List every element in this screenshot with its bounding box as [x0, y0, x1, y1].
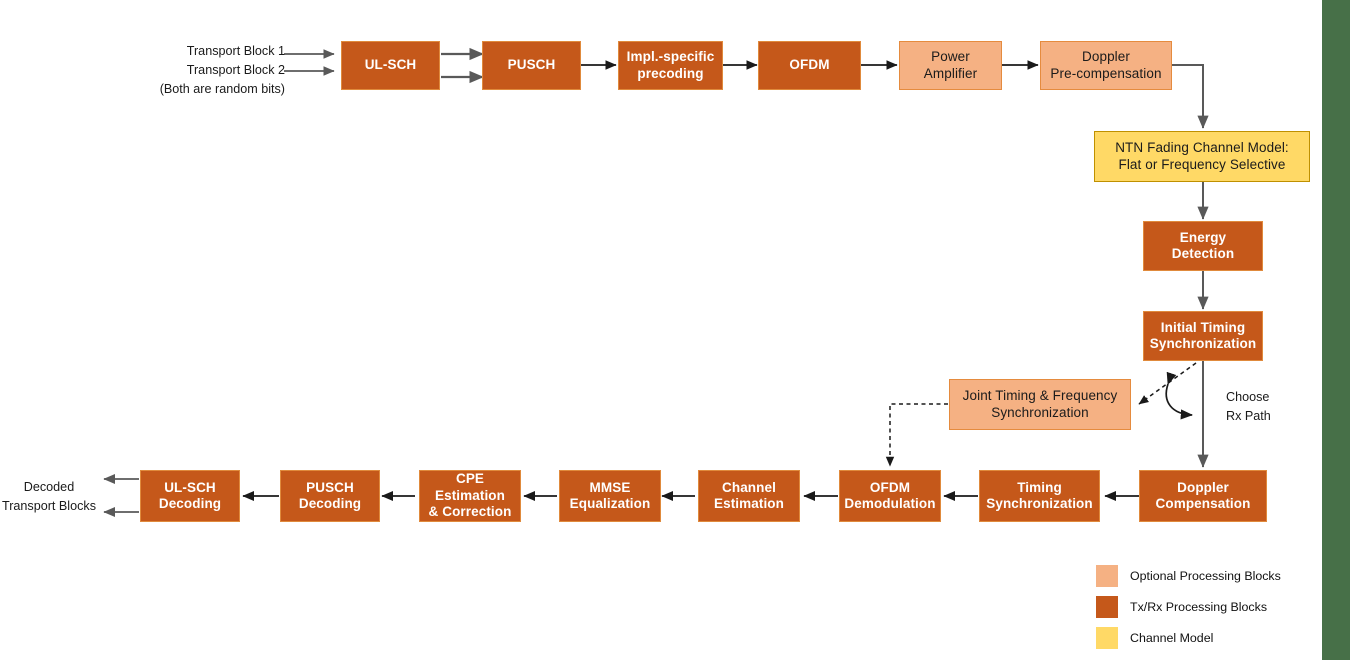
block-ul-sch[interactable]: UL-SCH	[341, 41, 440, 90]
right-edge-band	[1322, 0, 1350, 660]
block-joint-timing-frequency-synchronization[interactable]: Joint Timing & Frequency Synchronization	[949, 379, 1131, 430]
block-pusch-decoding[interactable]: PUSCH Decoding	[280, 470, 380, 522]
block-energy-detection[interactable]: Energy Detection	[1143, 221, 1263, 271]
legend-item-optional: Optional Processing Blocks	[1096, 560, 1326, 591]
block-initial-timing-synchronization[interactable]: Initial Timing Synchronization	[1143, 311, 1263, 361]
choose-rx-path-label: Choose Rx Path	[1226, 390, 1271, 423]
block-doppler-pre-compensation[interactable]: Doppler Pre-compensation	[1040, 41, 1172, 90]
block-pusch[interactable]: PUSCH	[482, 41, 581, 90]
transport-block-input-label: Transport Block 1 Transport Block 2 (Bot…	[159, 44, 285, 96]
block-ofdm[interactable]: OFDM	[758, 41, 861, 90]
block-ofdm-demodulation[interactable]: OFDM Demodulation	[839, 470, 941, 522]
legend-item-tx-rx: Tx/Rx Processing Blocks	[1096, 591, 1326, 622]
arrow-dashed-initial-timing-to-joint-sync	[1138, 362, 1197, 405]
decoded-transport-blocks-label: Decoded Transport Blocks	[1, 480, 97, 513]
block-cpe-estimation-correction[interactable]: CPE Estimation & Correction	[419, 470, 521, 522]
legend-item-channel: Channel Model	[1096, 622, 1326, 653]
legend-swatch-optional-icon	[1096, 564, 1118, 587]
block-doppler-compensation[interactable]: Doppler Compensation	[1139, 470, 1267, 522]
block-mmse-equalization[interactable]: MMSE Equalization	[559, 470, 661, 522]
block-power-amplifier[interactable]: Power Amplifier	[899, 41, 1002, 90]
legend-swatch-tx-rx-icon	[1096, 595, 1118, 618]
arrow-dashed-joint-sync-to-ofdm-demodulation	[885, 403, 948, 467]
legend: Optional Processing Blocks Tx/Rx Process…	[1096, 560, 1326, 653]
legend-swatch-channel-icon	[1096, 626, 1118, 649]
block-impl-specific-precoding[interactable]: Impl.-specific precoding	[618, 41, 723, 90]
legend-label-optional: Optional Processing Blocks	[1130, 568, 1281, 583]
legend-label-channel: Channel Model	[1130, 630, 1214, 645]
block-ul-sch-decoding[interactable]: UL-SCH Decoding	[140, 470, 240, 522]
block-channel-estimation[interactable]: Channel Estimation	[698, 470, 800, 522]
arrow-doppler-precomp-to-channel	[1172, 64, 1209, 129]
arrow-ulsch-to-pusch	[441, 47, 484, 84]
block-ntn-fading-channel-model[interactable]: NTN Fading Channel Model: Flat or Freque…	[1094, 131, 1310, 182]
choose-rx-path-arrow	[1165, 371, 1194, 420]
legend-label-tx-rx: Tx/Rx Processing Blocks	[1130, 599, 1268, 614]
arrow-decoded-transport-blocks	[103, 473, 139, 518]
block-timing-synchronization[interactable]: Timing Synchronization	[979, 470, 1100, 522]
